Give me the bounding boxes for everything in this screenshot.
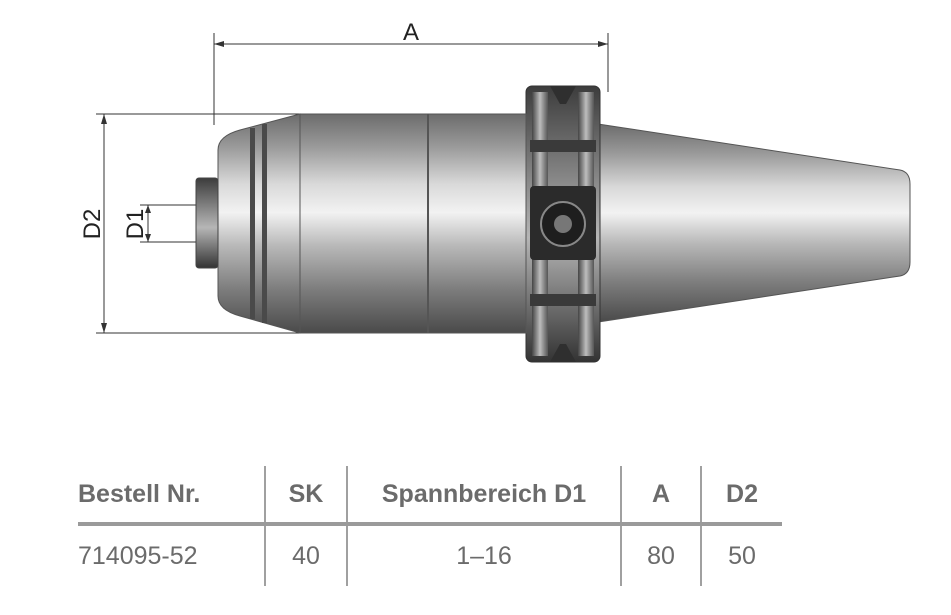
dim-label-d1: D1 — [122, 209, 149, 240]
spec-table: Bestell Nr. SK Spannbereich D1 A D2 7140… — [78, 466, 782, 586]
dim-label-a: A — [403, 19, 419, 46]
col-header-a: A — [620, 466, 701, 526]
table-header-row: Bestell Nr. SK Spannbereich D1 A D2 — [78, 466, 782, 526]
holder-body — [299, 113, 527, 334]
tool-holder-drawing: A D2 D1 — [79, 19, 911, 363]
taper-shank — [597, 123, 911, 323]
dim-label-d2: D2 — [79, 209, 106, 240]
cell-clamping-range: 1–16 — [346, 524, 621, 586]
cell-order-no: 714095-52 — [78, 541, 198, 570]
table-row: 714095-52 40 1–16 80 50 — [78, 524, 782, 586]
col-header-clamping-range: Spannbereich D1 — [346, 466, 621, 526]
knurl-rings — [250, 124, 267, 323]
col-header-d2: D2 — [700, 466, 782, 526]
cell-d2: 50 — [700, 524, 782, 586]
chuck-nose — [217, 113, 301, 334]
cell-a: 80 — [620, 524, 701, 586]
dimension-d1 — [140, 204, 196, 243]
dimension-d2 — [96, 113, 300, 334]
cell-sk: 40 — [264, 524, 347, 586]
col-header-sk: SK — [264, 466, 347, 526]
chuck-jaws — [195, 177, 219, 269]
dimension-a — [213, 33, 609, 125]
col-header-order-no: Bestell Nr. — [78, 466, 265, 526]
